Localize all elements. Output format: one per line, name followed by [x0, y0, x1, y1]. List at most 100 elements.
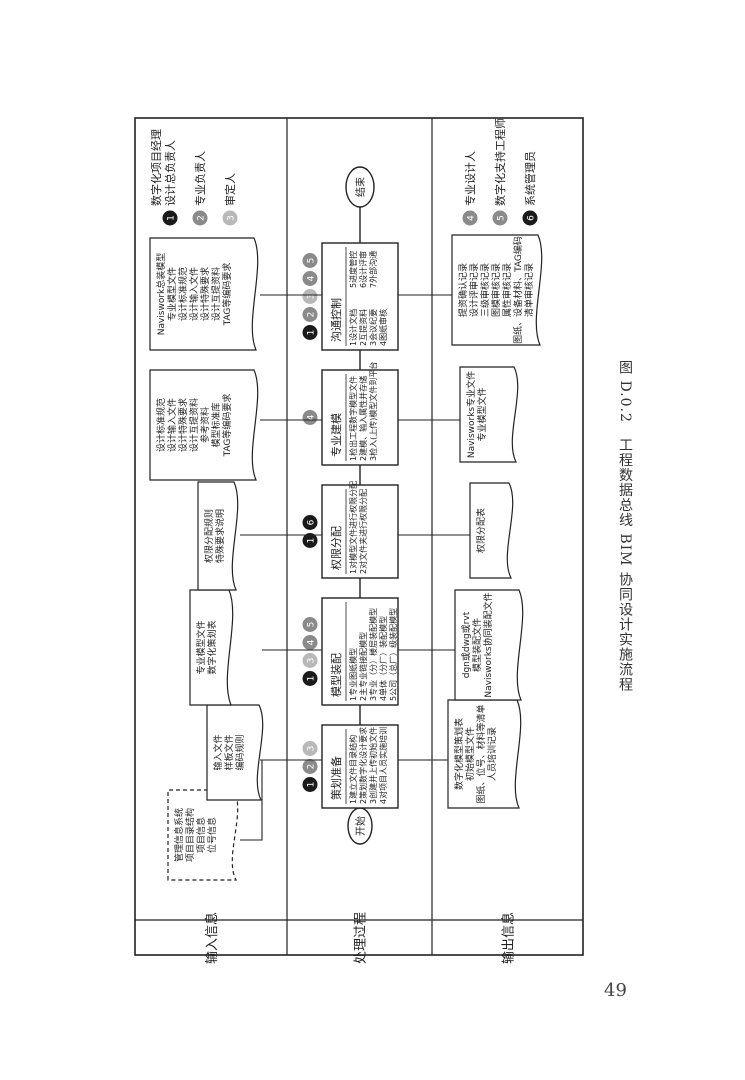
output-document-line: 设计评审记录 [468, 263, 480, 317]
role-marker-icon-num: 3 [307, 294, 317, 300]
lane-label: 输出信息 [501, 912, 517, 964]
legend-label: 专业设计人 [463, 151, 477, 206]
legend-role-icon-num: 6 [527, 215, 537, 221]
output-document-group: 权限分配表 [469, 482, 514, 579]
output-document-line: 图纸、位号、材料等清单 [475, 704, 487, 803]
output-document [469, 482, 514, 579]
legend-label-group: 系统管理员 [523, 151, 537, 206]
input-document-line: 参考资料 [199, 407, 211, 443]
role-marker-icon-num: 3 [307, 658, 317, 664]
process-item: 1检出工程数字模型文件 [348, 376, 358, 461]
end-terminal [345, 166, 375, 208]
input-document-line: 专业模型文件 [195, 620, 207, 674]
input-document-group: 管理信息系统项目目录结构项目信息位号信息 [167, 789, 239, 881]
input-document-group: 权限分配规则特殊要求说明 [197, 481, 239, 591]
output-document-line: dgn或dwg或rvt [460, 611, 472, 678]
output-document-line: 提资确认记录 [457, 263, 469, 317]
input-document [197, 481, 239, 591]
process-item: 1专业图纸模型 [348, 648, 358, 701]
role-marker-icon-num: 3 [307, 746, 317, 752]
process-title: 权限分配 [330, 526, 343, 570]
legend-label-group: 数字化支持工程师 [493, 118, 507, 206]
input-document-line: TAG等编码要求 [221, 263, 233, 327]
start-label: 开始 [354, 816, 367, 836]
output-document-line: Navisworks协同装配文件 [482, 592, 494, 697]
input-document [149, 237, 259, 351]
legend-role-icon-num: 5 [497, 215, 507, 221]
role-marker-icon [302, 671, 318, 686]
process-item: 3创建并上传初始文件 [368, 727, 378, 804]
process-item: 3专业（分）楼层装配模型 [368, 608, 378, 701]
role-marker-icon [302, 410, 318, 425]
input-document-line: 样板文件 [223, 734, 235, 770]
legend-role-icon [522, 210, 538, 226]
input-document-line: 权限分配规则 [203, 509, 215, 563]
role-marker-icon-num: 1 [307, 330, 317, 336]
legend-label-secondary: 数字化项目经理 [149, 129, 163, 206]
input-document-group: 输入文件样板文件编码规则 [206, 704, 264, 801]
process-box [321, 242, 399, 351]
process-item: 5进度管控 [348, 251, 358, 288]
process-title: 策划准备 [329, 756, 343, 800]
output-document-line: 人员培训记录 [486, 727, 498, 781]
process-title: 专业建模 [329, 413, 343, 457]
lane-label-group: 处理过程 [354, 912, 369, 964]
role-marker-icon [302, 617, 318, 632]
role-marker-icon [302, 289, 318, 304]
role-marker-icon [302, 325, 318, 340]
process-box [321, 597, 399, 706]
role-marker-icon [302, 741, 318, 756]
output-document-group: Navisworks专业文件专业模型文件 [459, 366, 519, 463]
role-marker-icon [302, 271, 318, 286]
lane-label: 处理过程 [354, 912, 369, 964]
output-document [459, 366, 519, 463]
role-marker-icon-num: 1 [307, 782, 317, 788]
input-document [149, 369, 259, 481]
input-document-line: 特殊要求说明 [214, 509, 226, 563]
input-bracket-connector [240, 759, 263, 841]
input-document-line: Naviswork总装模型 [155, 253, 167, 336]
process-item: 6设计评审 [358, 251, 368, 288]
process-item: 4图纸审核 [378, 309, 388, 346]
input-document-line: 设计特殊要求 [199, 267, 211, 321]
process-item: 5公司（总厂）级装配模型 [388, 608, 398, 701]
role-marker-icon [302, 635, 318, 650]
process-box [321, 369, 399, 466]
legend-role-icon-num: 4 [467, 215, 477, 221]
process-box [321, 724, 399, 809]
process-item: 1设计文档 [348, 309, 358, 346]
output-document [454, 589, 524, 701]
lane-label-group: 输出信息 [501, 912, 517, 964]
legend-role-icon [222, 210, 238, 226]
input-document-line: 数字化策划表 [206, 620, 218, 674]
input-document-group: Naviswork总装模型专业模型文件设计标准规范设计输入文件设计特殊要求设计互… [149, 237, 259, 351]
input-document-line: TAG等编码要求 [221, 394, 233, 458]
output-document-line: 属性审核记录 [501, 263, 513, 317]
input-document-line: 设计输入文件 [166, 398, 178, 452]
role-marker-icon [302, 759, 318, 774]
legend-role-icon-num: 1 [167, 215, 177, 221]
input-document-line: 位号信息 [206, 817, 218, 853]
legend-role-icon [192, 210, 208, 226]
input-document-line: 输入文件 [212, 734, 224, 770]
role-marker-icon-num: 1 [307, 676, 317, 682]
role-marker-icon-num: 4 [307, 639, 317, 645]
legend-role-icon [492, 210, 508, 226]
legend-role-icon [162, 210, 178, 226]
page-number: 49 [604, 980, 627, 1001]
output-document-line: Navisworks专业文件 [465, 371, 477, 458]
lane-label-group: 输入信息 [204, 912, 220, 964]
process-item: 2建模、输入属性并存储 [358, 376, 368, 461]
legend-label-group: 专业负责人 [193, 151, 207, 206]
legend-role-icon-num: 3 [227, 215, 237, 221]
role-marker-icon [302, 515, 318, 530]
process-item: 1建立文件目录结构 [348, 735, 358, 804]
process-item: 2互提资料 [358, 309, 368, 346]
output-document-line: 图纸、设备材料、TAG编码 [512, 236, 524, 344]
diagram-frame [134, 117, 584, 956]
